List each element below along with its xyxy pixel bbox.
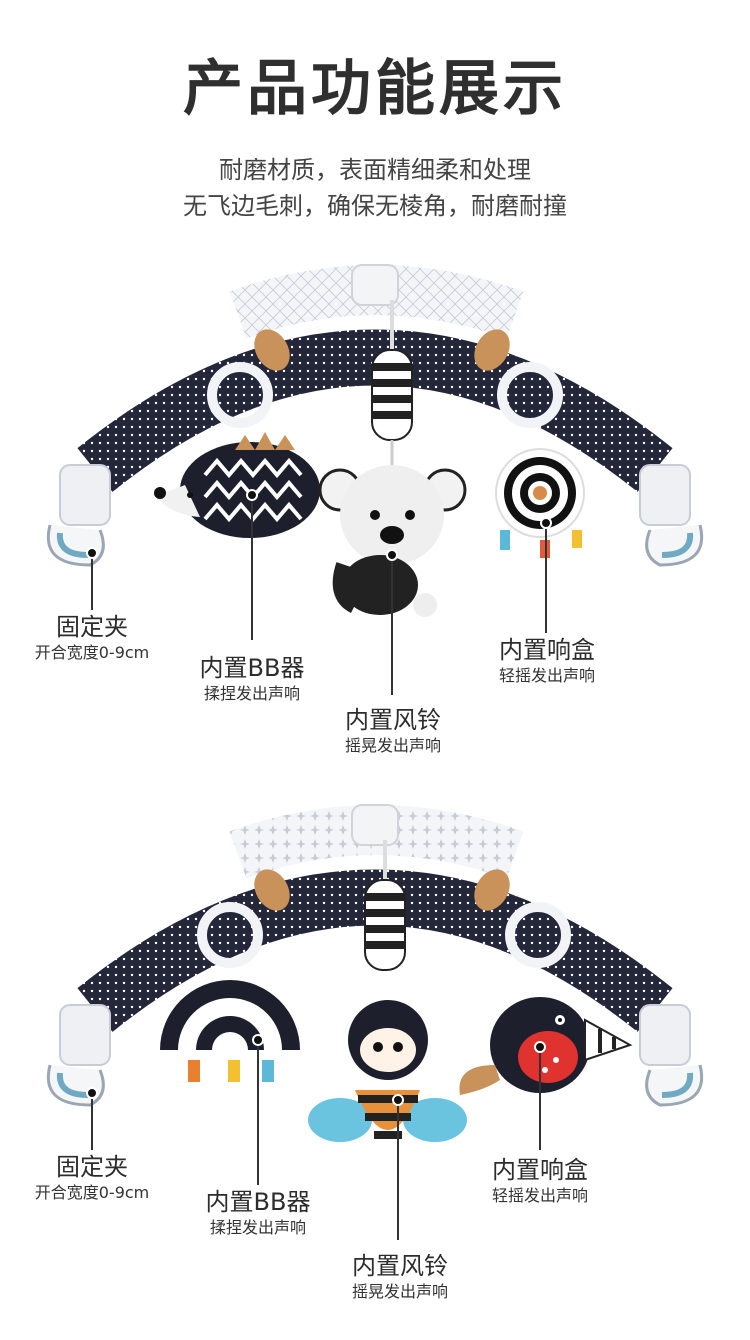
- bb-callout-dot: [246, 489, 258, 501]
- center-clip: [351, 804, 399, 846]
- right-clip-icon: [639, 1004, 703, 1107]
- leaf-left-icon: [254, 329, 290, 371]
- chime-callout-dot: [392, 1094, 404, 1106]
- bee-toy-icon: [308, 1000, 467, 1142]
- chime-stripes-icon: [364, 840, 406, 971]
- rattle-note: 轻摇发出声响: [498, 666, 595, 685]
- right-clip-icon: [639, 464, 703, 567]
- left-clip-icon: [47, 1004, 111, 1107]
- rattle-title: 内置响盒: [499, 636, 595, 664]
- product-illustration-2: [47, 804, 703, 1240]
- hedgehog-toy-icon: [154, 432, 320, 538]
- bb-label: 内置BB器 揉捏发出声响: [198, 1187, 318, 1239]
- left-ring: [197, 902, 263, 968]
- center-clip: [351, 264, 399, 306]
- clip-label: 固定夹 开合宽度0-9cm: [32, 612, 152, 664]
- clip-note: 开合宽度0-9cm: [34, 643, 150, 662]
- chime-callout-dot: [386, 549, 398, 561]
- bb-title: 内置BB器: [199, 654, 305, 682]
- chime-label: 内置风铃 摇晃发出声响: [333, 705, 453, 757]
- subtitle-line-2: 无飞边毛刺，确保无棱角，耐磨耐撞: [183, 192, 567, 220]
- right-ring: [497, 362, 563, 428]
- bb-title: 内置BB器: [205, 1188, 311, 1216]
- bb-note: 揉捏发出声响: [209, 1218, 306, 1237]
- rattle-note: 轻摇发出声响: [491, 1186, 588, 1205]
- rattle-label: 内置响盒 轻摇发出声响: [487, 635, 607, 687]
- bb-label: 内置BB器 揉捏发出声响: [192, 653, 312, 705]
- product-section-2: 固定夹 开合宽度0-9cm 内置BB器 揉捏发出声响 内置风铃 摇晃发出声响 内…: [0, 795, 750, 1335]
- rattle-label: 内置响盒 轻摇发出声响: [480, 1155, 600, 1207]
- chime-stripes-icon: [371, 300, 413, 465]
- leaf-right-icon: [474, 869, 510, 911]
- target-rattle-icon: [495, 448, 585, 558]
- leaf-right-icon: [474, 329, 510, 371]
- bb-callout-dot: [252, 1034, 264, 1046]
- product-section-1: 固定夹 开合宽度0-9cm 内置BB器 揉捏发出声响 内置风铃 摇晃发出声响 内…: [0, 255, 750, 795]
- clip-note: 开合宽度0-9cm: [34, 1183, 150, 1202]
- product-illustration-1: [47, 264, 703, 695]
- clip-callout-dot: [86, 547, 98, 559]
- clip-title: 固定夹: [56, 1153, 128, 1181]
- leaf-left-icon: [254, 869, 290, 911]
- bb-note: 揉捏发出声响: [203, 684, 300, 703]
- chime-note: 摇晃发出声响: [351, 1282, 448, 1301]
- left-ring: [207, 362, 273, 428]
- clip-callout-dot: [86, 1087, 98, 1099]
- right-ring: [505, 902, 571, 968]
- clip-label: 固定夹 开合宽度0-9cm: [32, 1152, 152, 1204]
- chime-label: 内置风铃 摇晃发出声响: [340, 1251, 460, 1303]
- page-title: 产品功能展示: [183, 54, 567, 124]
- subtitle-line-1: 耐磨材质，表面精细柔和处理: [219, 156, 531, 184]
- rattle-title: 内置响盒: [492, 1156, 588, 1184]
- left-clip-icon: [47, 464, 111, 567]
- koala-toy-icon: [318, 465, 467, 617]
- rattle-callout-dot: [540, 517, 552, 529]
- rattle-callout-dot: [534, 1041, 546, 1053]
- clip-title: 固定夹: [56, 613, 128, 641]
- rainbow-toy-icon: [160, 980, 300, 1082]
- chime-title: 内置风铃: [352, 1252, 448, 1280]
- chime-title: 内置风铃: [345, 706, 441, 734]
- chime-note: 摇晃发出声响: [344, 736, 441, 755]
